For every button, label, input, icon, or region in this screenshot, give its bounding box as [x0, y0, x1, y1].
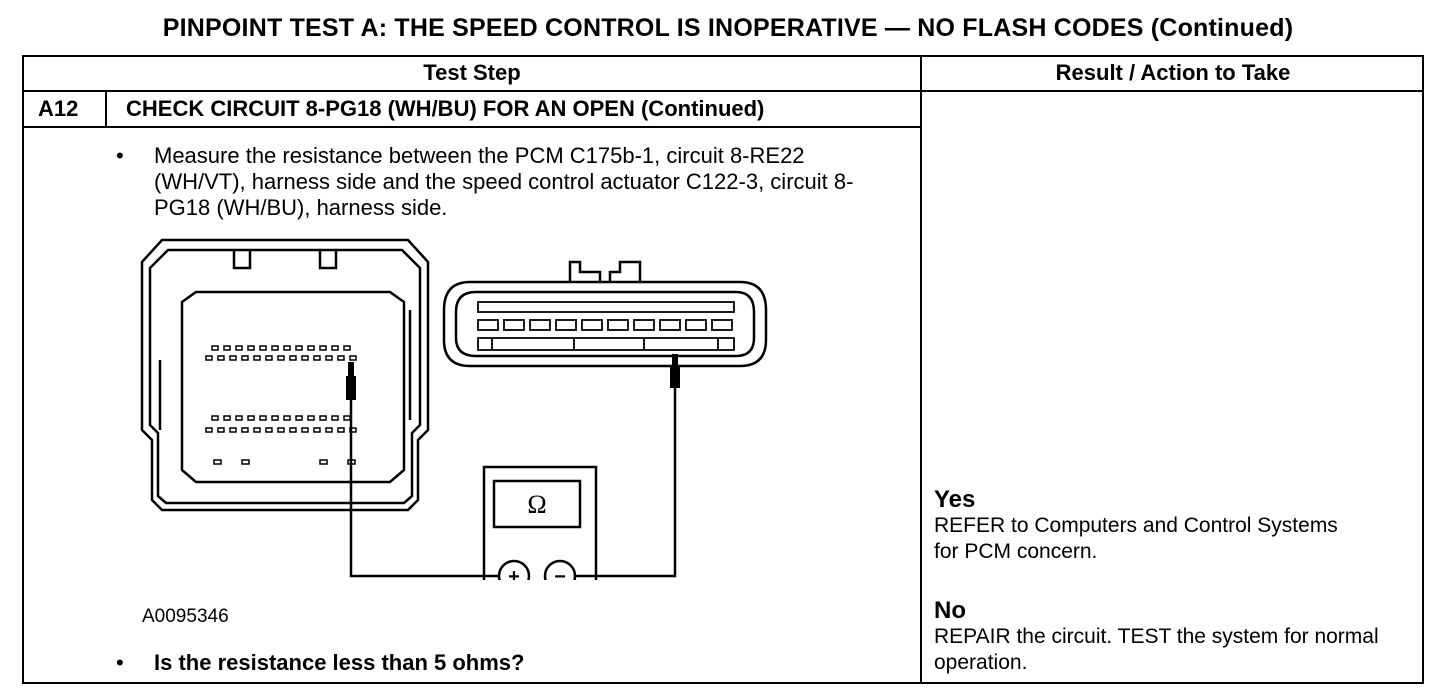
yes-label: Yes [934, 486, 976, 513]
step-title: CHECK CIRCUIT 8-PG18 (WH/BU) FOR AN OPEN… [126, 96, 765, 121]
ohm-symbol: Ω [527, 490, 546, 519]
actuator-connector-c122-icon [442, 280, 768, 368]
question-bullet: • [116, 650, 124, 675]
column-divider [920, 55, 922, 684]
step-title-divider [22, 126, 922, 128]
question-text: Is the resistance less than 5 ohms? [154, 650, 525, 675]
no-label: No [934, 597, 966, 624]
no-action-text: REPAIR the circuit. TEST the system for … [934, 625, 1379, 674]
pcm-connector-c175b-icon [140, 238, 430, 512]
minus-terminal: − [554, 566, 566, 580]
pcm-pin-row [205, 345, 357, 465]
header-test-step: Test Step [423, 60, 521, 85]
measurement-diagram: Ω + − [140, 238, 768, 580]
instruction-text: Measure the resistance between the PCM C… [154, 143, 854, 220]
instruction-bullet: • [116, 143, 124, 168]
figure-id: A0095346 [142, 606, 229, 627]
test-probe-pcm-icon [346, 362, 356, 400]
test-probe-actuator-icon [670, 354, 680, 388]
page-title: PINPOINT TEST A: THE SPEED CONTROL IS IN… [162, 14, 1294, 42]
yes-action-text: REFER to Computers and Control Systems f… [934, 514, 1338, 563]
header-result-action: Result / Action to Take [1055, 60, 1291, 85]
step-id-divider [105, 90, 107, 127]
plus-terminal: + [508, 566, 520, 580]
ohmmeter-icon [482, 465, 598, 580]
test-lead-negative [576, 388, 677, 578]
step-id: A12 [38, 96, 79, 121]
test-lead-positive [349, 400, 499, 578]
test-table [22, 55, 1424, 684]
header-divider [22, 90, 1424, 92]
